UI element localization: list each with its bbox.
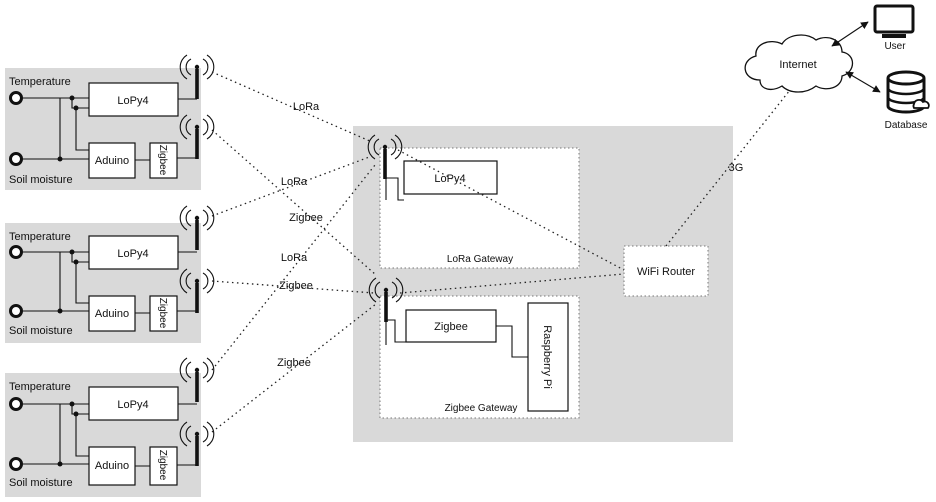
wifi-router-label: WiFi Router <box>637 266 695 278</box>
lora-link-label: LoRa <box>293 101 320 113</box>
raspberry-pi-label: Raspberry Pi <box>541 325 553 389</box>
cellular-link-label: 3G <box>729 162 744 174</box>
arduino-label: Aduino <box>95 308 129 320</box>
soil-moisture-label: Soil moisture <box>9 477 73 489</box>
lopy4-module <box>88 386 179 421</box>
soil-moisture-sensor-icon <box>9 152 23 166</box>
database-icon <box>886 70 930 114</box>
lopy4-label: LoPy4 <box>117 248 148 260</box>
temperature-label: Temperature <box>9 76 71 88</box>
zigbee-module <box>149 142 178 179</box>
database-label: Database <box>885 120 928 131</box>
internet-cloud-icon <box>744 34 854 93</box>
lopy4-module <box>88 82 179 117</box>
internet-database-arrow <box>845 71 881 93</box>
lora-link <box>211 71 373 143</box>
temperature-sensor-icon <box>9 245 23 259</box>
zigbee-label: Zigbee <box>157 450 168 481</box>
zigbee-gateway-module-label: Zigbee <box>434 321 468 333</box>
sensor-node-2: Temperature Soil moisture LoPy4 Aduino Z… <box>5 205 215 343</box>
lora-link <box>211 155 373 217</box>
junction-dot <box>69 95 75 101</box>
lora-gateway-lopy4-module <box>403 160 498 195</box>
sensor-wiring <box>22 97 197 161</box>
wifi-router-box <box>623 245 709 297</box>
zigbee-link-label: Zigbee <box>289 212 323 224</box>
lopy4-label: LoPy4 <box>117 399 148 411</box>
zigbee-gateway-title: Zigbee Gateway <box>445 403 518 414</box>
zigbee-gateway-zigbee-module <box>405 309 497 343</box>
user-label: User <box>884 41 906 52</box>
temperature-label: Temperature <box>9 381 71 393</box>
cellular-link <box>665 89 791 247</box>
arduino-module <box>88 446 136 486</box>
junction-dot <box>73 105 79 111</box>
lora-link-label: LoRa <box>281 176 308 188</box>
arduino-label: Aduino <box>95 460 129 472</box>
soil-moisture-sensor-icon <box>9 304 23 318</box>
gateway-enclosure: LoPy4 LoRa Gateway Zigbee Raspberry Pi Z… <box>353 126 733 442</box>
soil-moisture-label: Soil moisture <box>9 325 73 337</box>
zigbee-link <box>211 280 375 294</box>
lora-link <box>211 164 376 371</box>
temperature-label: Temperature <box>9 231 71 243</box>
lora-gateway-module-label: LoPy4 <box>434 173 465 185</box>
junction-dot <box>69 401 75 407</box>
computer-icon <box>873 4 915 38</box>
junction-dot <box>73 259 79 265</box>
raspberry-pi-module <box>527 302 569 412</box>
cloud-services: Internet User Database <box>744 4 930 131</box>
arduino-module <box>88 142 136 179</box>
internet-label: Internet <box>779 59 816 71</box>
temperature-sensor-icon <box>9 91 23 105</box>
temperature-sensor-icon <box>9 397 23 411</box>
junction-dot <box>57 308 63 314</box>
junction-dot <box>69 249 75 255</box>
zigbee-link-label: Zigbee <box>279 280 313 292</box>
sensor-node-1: Temperature Soil moisture LoPy4 Aduino Z… <box>5 54 215 190</box>
junction-dot <box>57 156 63 162</box>
soil-moisture-label: Soil moisture <box>9 174 73 186</box>
internet-user-arrow <box>831 21 869 47</box>
wireless-links: LoRa LoRa LoRa Zigbee Zigbee Zigbee 3G <box>211 71 791 433</box>
arduino-module <box>88 295 136 332</box>
sensor-wiring <box>22 403 197 467</box>
zigbee-link-label: Zigbee <box>277 357 311 369</box>
sensor-wiring <box>22 251 197 314</box>
junction-dot <box>73 411 79 417</box>
zigbee-label: Zigbee <box>157 298 168 329</box>
arduino-label: Aduino <box>95 155 129 167</box>
soil-moisture-sensor-icon <box>9 457 23 471</box>
sensor-node-3: Temperature Soil moisture LoPy4 Aduino Z… <box>5 357 215 497</box>
lopy4-label: LoPy4 <box>117 95 148 107</box>
lora-link-label: LoRa <box>281 252 308 264</box>
lora-gateway-title: LoRa Gateway <box>447 254 513 265</box>
zigbee-link <box>211 129 377 276</box>
junction-dot <box>57 461 63 467</box>
zigbee-label: Zigbee <box>157 145 168 176</box>
